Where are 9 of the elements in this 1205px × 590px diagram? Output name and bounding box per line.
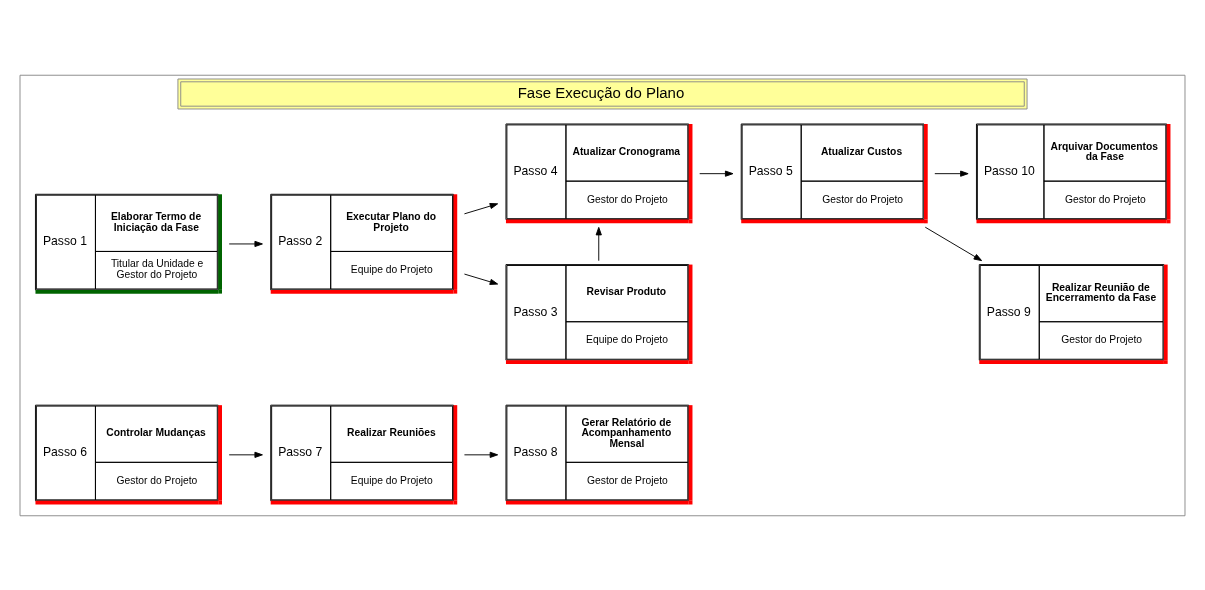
arrow — [463, 451, 499, 458]
arrow — [934, 170, 969, 177]
arrow — [228, 451, 263, 458]
arrow — [463, 202, 499, 214]
arrow — [699, 170, 734, 177]
arrow — [595, 226, 602, 261]
arrow — [463, 273, 499, 285]
arrow — [924, 226, 983, 261]
arrow — [228, 240, 263, 247]
